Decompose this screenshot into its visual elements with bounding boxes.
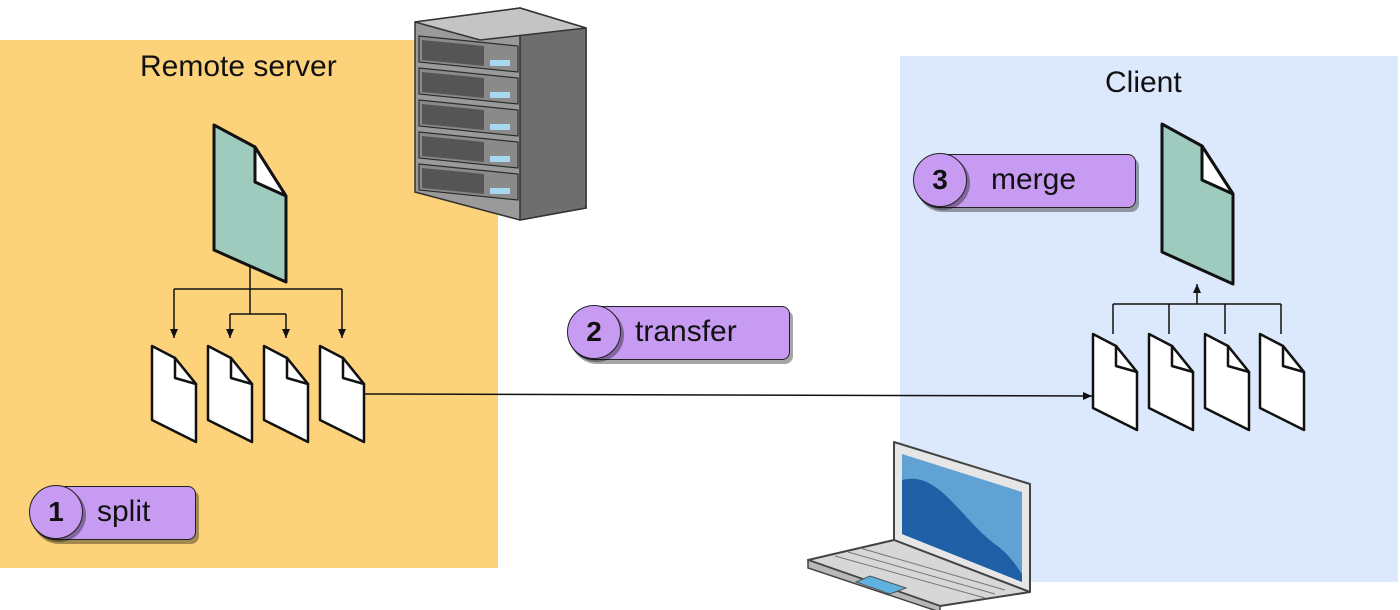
file-chunk-icon xyxy=(150,344,198,444)
step-label: transfer xyxy=(635,315,737,348)
laptop-icon xyxy=(807,441,1031,610)
client-title: Client xyxy=(1105,66,1182,99)
step-label: merge xyxy=(991,163,1077,196)
file-chunk-icon xyxy=(262,344,310,444)
file-chunk-icon xyxy=(1258,332,1306,432)
remote-server-title: Remote server xyxy=(140,50,337,83)
file-chunk-icon xyxy=(1203,332,1251,432)
step-merge-badge: 3 merge xyxy=(913,153,1136,208)
step-transfer-badge: 2 transfer xyxy=(567,305,790,360)
file-chunk-icon xyxy=(318,344,366,444)
server-rack-icon xyxy=(414,6,587,221)
step-number: 2 xyxy=(567,305,621,359)
document-icon xyxy=(1160,122,1235,286)
transfer-arrow xyxy=(363,391,1093,400)
file-chunk-icon xyxy=(1091,332,1139,432)
step-number: 3 xyxy=(913,153,967,207)
step-label: split xyxy=(97,495,151,528)
step-split-badge: 1 split xyxy=(29,485,196,540)
file-chunk-icon xyxy=(1147,332,1195,432)
step-number: 1 xyxy=(29,485,83,539)
file-chunk-icon xyxy=(206,344,254,444)
document-icon xyxy=(212,123,288,284)
merge-connector xyxy=(1112,284,1282,334)
split-connector xyxy=(170,265,346,338)
